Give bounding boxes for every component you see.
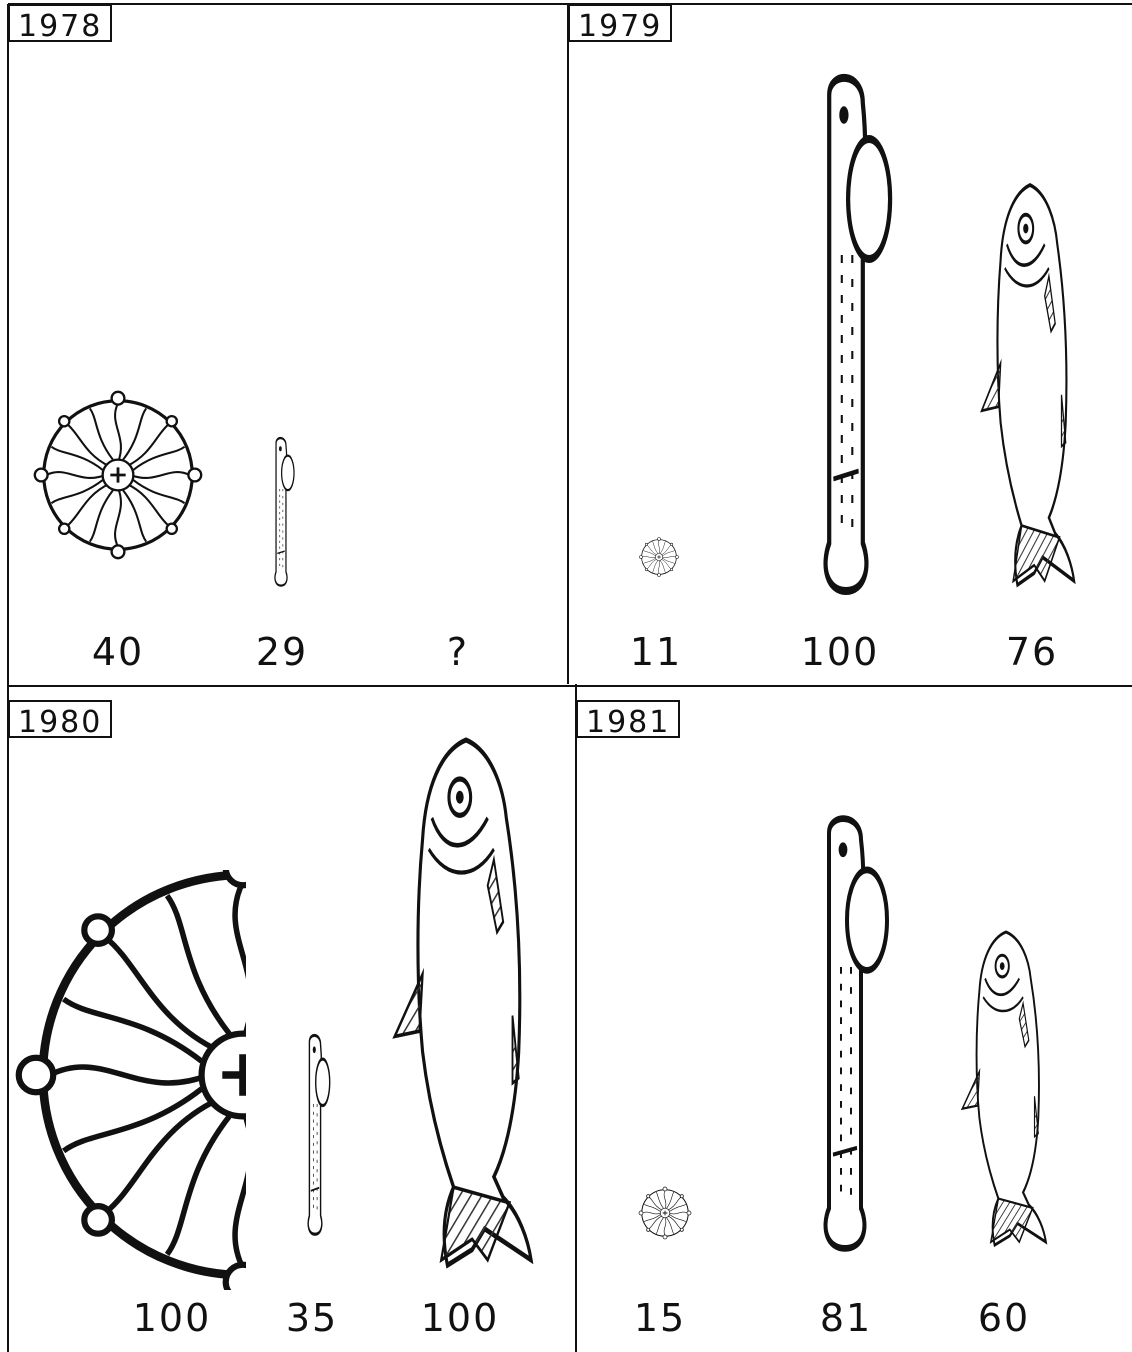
fish-1979 [982,185,1074,585]
value-label: 81 [786,1296,906,1340]
fish-1980 [395,740,531,1265]
medusa-1981 [639,1187,691,1239]
fish-1981 [962,932,1046,1245]
year-label-1980: 1980 [8,700,112,738]
medusa-1979 [640,538,679,577]
value-label: 60 [944,1296,1064,1340]
value-label: 100 [400,1296,520,1340]
value-label: 35 [252,1296,372,1340]
medusa-1980 [19,851,468,1300]
value-label: 11 [596,630,716,674]
medusa-1978 [35,392,201,558]
year-label-1981: 1981 [576,700,680,738]
value-label: 29 [222,630,342,674]
panel-1978 [35,392,294,586]
year-label-1978: 1978 [8,4,112,42]
value-label: 15 [600,1296,720,1340]
value-label: ? [398,630,518,674]
larva-1980 [308,1035,330,1234]
year-label-1979: 1979 [568,4,672,42]
larva-1979 [826,78,891,591]
panel-1979 [640,78,1075,591]
larva-1981 [826,819,887,1249]
larva-1978 [275,438,294,586]
panel-1981 [639,819,1046,1249]
value-label: 100 [780,630,900,674]
value-label: 100 [112,1296,232,1340]
panel-1980 [19,740,531,1299]
value-label: 76 [972,630,1092,674]
value-label: 40 [58,630,178,674]
